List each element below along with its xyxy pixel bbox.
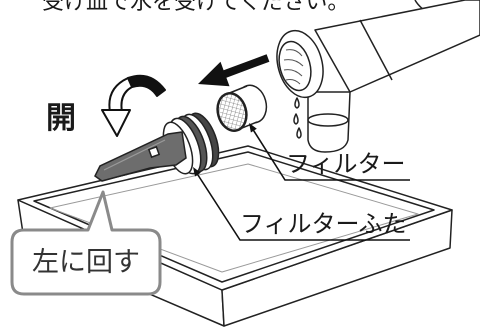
filter-cap-lever-highlight xyxy=(103,139,166,171)
filter xyxy=(216,84,268,132)
filter-cap-lever xyxy=(94,131,187,182)
rotation-arrow-tail xyxy=(127,74,166,97)
open-label: 開 xyxy=(46,101,76,136)
instruction-text: 受け皿で水を受けてください。 xyxy=(42,0,350,15)
filter-cap-leader-line xyxy=(195,171,410,241)
faucet xyxy=(276,0,480,153)
tray-floor xyxy=(49,163,419,273)
filter-front-rim xyxy=(216,92,248,132)
filter-cap-lever-hole xyxy=(147,145,161,159)
filter-label: フィルター xyxy=(286,150,406,178)
rotation-arrow-body xyxy=(108,77,133,113)
instruction-text-clip: 受け皿で水を受けてください。 xyxy=(0,0,480,15)
rotation-arrow-head xyxy=(101,109,131,137)
turn-left-callout-box xyxy=(10,190,162,296)
turn-left-label: 左に回す xyxy=(32,247,140,278)
filter-leader xyxy=(249,123,410,181)
faucet-nut-opening xyxy=(278,40,312,92)
direction-arrow-icon xyxy=(198,54,270,87)
filter-cap-label: フィルターふた xyxy=(240,210,407,238)
filter-cap xyxy=(94,112,220,182)
faucet-spout-ring xyxy=(307,113,349,127)
filter-cap-leader-arrowhead xyxy=(193,167,201,177)
faucet-nut-threads xyxy=(283,49,304,85)
faucet-pipe-body xyxy=(314,0,480,93)
filter-leader-line xyxy=(251,127,410,181)
filter-leader-arrowhead xyxy=(249,123,257,133)
filter-cap-leader xyxy=(193,167,410,241)
rotation-arrow-icon xyxy=(101,74,166,137)
water-drop-3 xyxy=(296,127,302,139)
water-drop-1 xyxy=(294,97,300,109)
water-drop-2 xyxy=(293,113,299,125)
faucet-pipe-ring xyxy=(359,19,393,81)
